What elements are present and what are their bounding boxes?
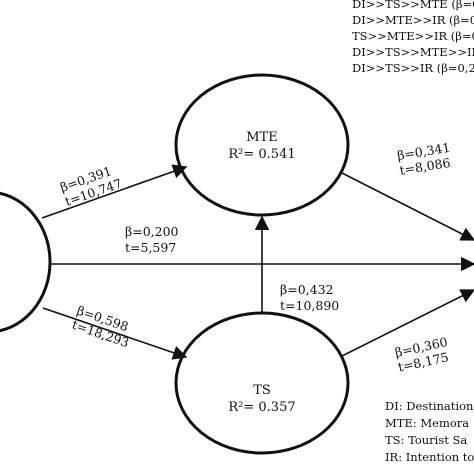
node-mte [174,73,350,217]
edge-label-ts-ir: β=0,360 t=8,175 [394,334,450,374]
indirect-effects-notes: DI>>TS>>MTE (β=0 DI>>MTE>>IR (β=0 TS>>MT… [352,0,474,75]
node-mte-r2: R²= 0.541 [228,147,295,162]
note-line-2: DI>>MTE>>IR (β=0 [352,13,474,27]
edge-ts-ir [341,289,474,357]
edge-label-ts-mte: β=0,432 t=10,890 [280,282,339,313]
node-ts-name: TS [253,383,271,398]
node-ts-r2: R²= 0.357 [228,400,295,415]
legend-mte: MTE: Memora [385,416,469,430]
edge-label-di-ir: β=0,200 t=5,597 [125,224,179,255]
edge-mte-ir [339,171,474,241]
legend-di: DI: Destination [385,399,474,413]
edge-label-mte-ir: β=0,341 t=8,086 [396,140,451,178]
note-line-5: DI>>TS>>IR (β=0,21 [352,61,474,75]
legend-ir: IR: Intention to [385,450,474,464]
edge-ts-mte-beta: β=0,432 [280,282,334,297]
edge-label-di-mte: β=0,391 t=10,747 [58,163,124,209]
legend-ts: TS: Tourist Sa [385,433,467,447]
edge-di-ir-beta: β=0,200 [125,224,179,239]
edge-di-ir-t: t=5,597 [125,240,176,255]
note-line-4: DI>>TS>>MTE>>IR ( [352,45,474,59]
edge-label-di-ts: β=0,598 t=18,293 [70,303,131,351]
edge-di-mte [41,164,188,219]
edge-ts-mte-t: t=10,890 [280,298,339,313]
legend: DI: Destination MTE: Memora TS: Tourist … [385,399,474,464]
node-di [0,191,52,333]
note-line-3: TS>>MTE>>IR (β=0 [352,29,474,43]
node-mte-name: MTE [246,130,277,145]
note-line-1: DI>>TS>>MTE (β=0 [352,0,474,11]
edge-di-ts [42,307,188,360]
